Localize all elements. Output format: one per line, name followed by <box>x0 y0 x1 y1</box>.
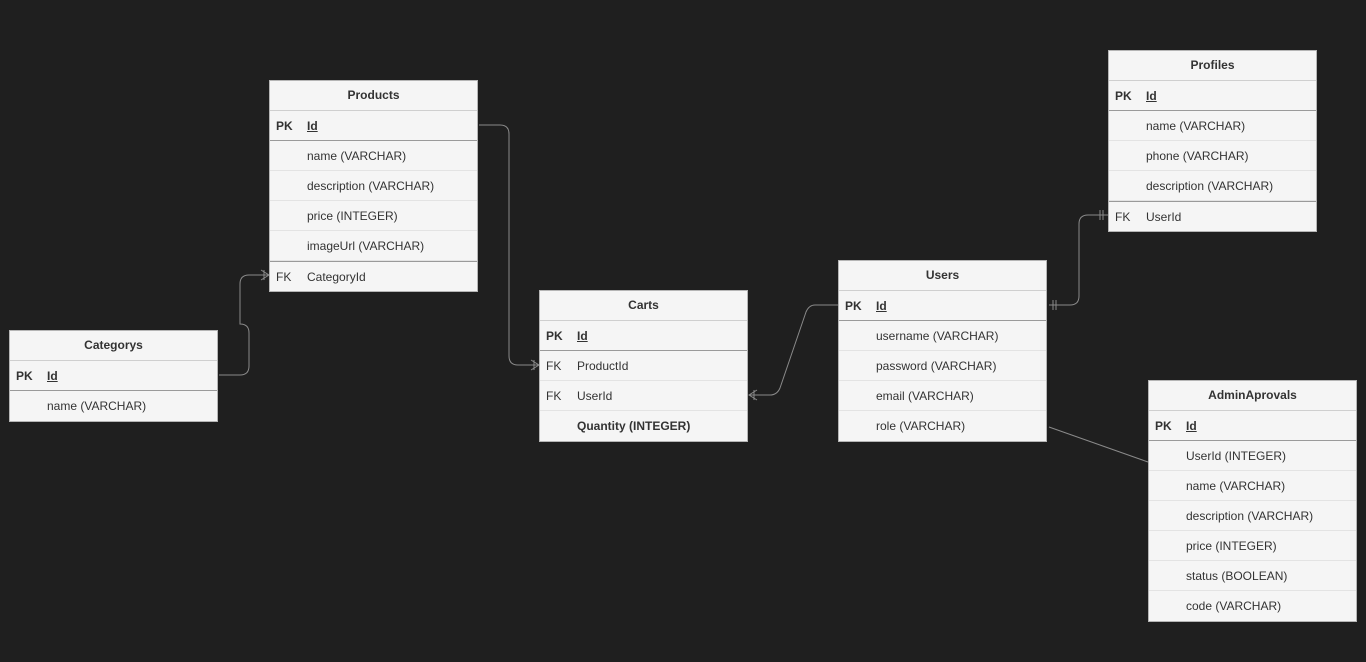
entity-field-row[interactable]: role (VARCHAR) <box>839 411 1046 441</box>
entity-field-row[interactable]: description (VARCHAR) <box>1109 171 1316 201</box>
field-key-label: FK <box>276 270 292 284</box>
entity-title[interactable]: Products <box>270 81 477 111</box>
field-name: Id <box>577 329 588 343</box>
field-name: Id <box>307 119 318 133</box>
field-name: description (VARCHAR) <box>1186 509 1314 523</box>
field-name: ProductId <box>577 359 629 373</box>
edge-users-profiles <box>1049 214 1108 306</box>
field-name: Id <box>876 299 887 313</box>
field-name: UserId <box>1146 210 1182 224</box>
field-name: price (INTEGER) <box>307 209 398 223</box>
field-key-label: FK <box>546 389 562 403</box>
entity-field-row[interactable]: FK ProductId <box>540 351 747 381</box>
field-name: price (INTEGER) <box>1186 539 1277 553</box>
entity-title[interactable]: Users <box>839 261 1046 291</box>
field-name: name (VARCHAR) <box>47 399 147 413</box>
edge-users-adminaprovals <box>1048 426 1149 463</box>
field-key-label: PK <box>546 329 563 343</box>
field-key-label: PK <box>16 369 33 383</box>
entity-field-row[interactable]: email (VARCHAR) <box>839 381 1046 411</box>
entity-field-row[interactable]: price (INTEGER) <box>270 201 477 231</box>
entity-field-row[interactable]: description (VARCHAR) <box>1149 501 1356 531</box>
field-key-label: PK <box>276 119 293 133</box>
entity-field-row[interactable]: code (VARCHAR) <box>1149 591 1356 621</box>
field-name: name (VARCHAR) <box>1186 479 1286 493</box>
entity-field-row[interactable]: imageUrl (VARCHAR) <box>270 231 477 261</box>
entity-field-row[interactable]: name (VARCHAR) <box>1149 471 1356 501</box>
entity-field-row[interactable]: status (BOOLEAN) <box>1149 561 1356 591</box>
entity-field-row[interactable]: name (VARCHAR) <box>10 391 217 421</box>
field-name: password (VARCHAR) <box>876 359 997 373</box>
entity-field-row[interactable]: UserId (INTEGER) <box>1149 441 1356 471</box>
entity-field-row[interactable]: FK CategoryId <box>270 261 477 291</box>
field-name: Id <box>1186 419 1197 433</box>
entity-field-row[interactable]: PK Id <box>839 291 1046 321</box>
field-name: email (VARCHAR) <box>876 389 974 403</box>
entity-field-row[interactable]: FK UserId <box>540 381 747 411</box>
field-name: description (VARCHAR) <box>307 179 435 193</box>
field-key-label: PK <box>845 299 862 313</box>
field-name: CategoryId <box>307 270 366 284</box>
field-name: description (VARCHAR) <box>1146 179 1274 193</box>
entity-field-row[interactable]: PK Id <box>1149 411 1356 441</box>
field-key-label: FK <box>546 359 562 373</box>
field-name: username (VARCHAR) <box>876 329 999 343</box>
edge-categorys-products <box>219 274 269 376</box>
mark-users-one <box>1052 300 1057 310</box>
entity-field-row[interactable]: password (VARCHAR) <box>839 351 1046 381</box>
field-name: UserId (INTEGER) <box>1186 449 1287 463</box>
field-key-label: FK <box>1115 210 1131 224</box>
edge-products-carts <box>479 124 539 366</box>
entity-field-row[interactable]: username (VARCHAR) <box>839 321 1046 351</box>
entity-field-row[interactable]: name (VARCHAR) <box>270 141 477 171</box>
entity-title[interactable]: AdminAprovals <box>1149 381 1356 411</box>
crowsfoot-products-categoryid <box>260 269 270 281</box>
entity-field-row[interactable]: PK Id <box>540 321 747 351</box>
entity-title[interactable]: Profiles <box>1109 51 1316 81</box>
field-name: UserId <box>577 389 613 403</box>
field-name: imageUrl (VARCHAR) <box>307 239 425 253</box>
entity-title[interactable]: Carts <box>540 291 747 321</box>
edge-users-carts <box>749 304 838 396</box>
entity-field-row[interactable]: name (VARCHAR) <box>1109 111 1316 141</box>
entity-field-row[interactable]: Quantity (INTEGER) <box>540 411 747 441</box>
field-name: phone (VARCHAR) <box>1146 149 1249 163</box>
field-key-label: PK <box>1155 419 1172 433</box>
crowsfoot-carts-productid <box>530 359 540 371</box>
field-name: Id <box>1146 89 1157 103</box>
field-name: code (VARCHAR) <box>1186 599 1282 613</box>
field-name: status (BOOLEAN) <box>1186 569 1288 583</box>
field-name: Id <box>47 369 58 383</box>
field-name: name (VARCHAR) <box>307 149 407 163</box>
mark-profiles-one <box>1099 210 1104 220</box>
field-name: role (VARCHAR) <box>876 419 966 433</box>
crowsfoot-carts-userid <box>748 389 758 401</box>
field-name: Quantity (INTEGER) <box>577 419 691 433</box>
entity-field-row[interactable]: PK Id <box>1109 81 1316 111</box>
field-key-label: PK <box>1115 89 1132 103</box>
field-name: name (VARCHAR) <box>1146 119 1246 133</box>
entity-field-row[interactable]: FK UserId <box>1109 201 1316 231</box>
entity-field-row[interactable]: PK Id <box>270 111 477 141</box>
entity-field-row[interactable]: PK Id <box>10 361 217 391</box>
entity-title[interactable]: Categorys <box>10 331 217 361</box>
entity-field-row[interactable]: price (INTEGER) <box>1149 531 1356 561</box>
entity-field-row[interactable]: description (VARCHAR) <box>270 171 477 201</box>
entity-field-row[interactable]: phone (VARCHAR) <box>1109 141 1316 171</box>
